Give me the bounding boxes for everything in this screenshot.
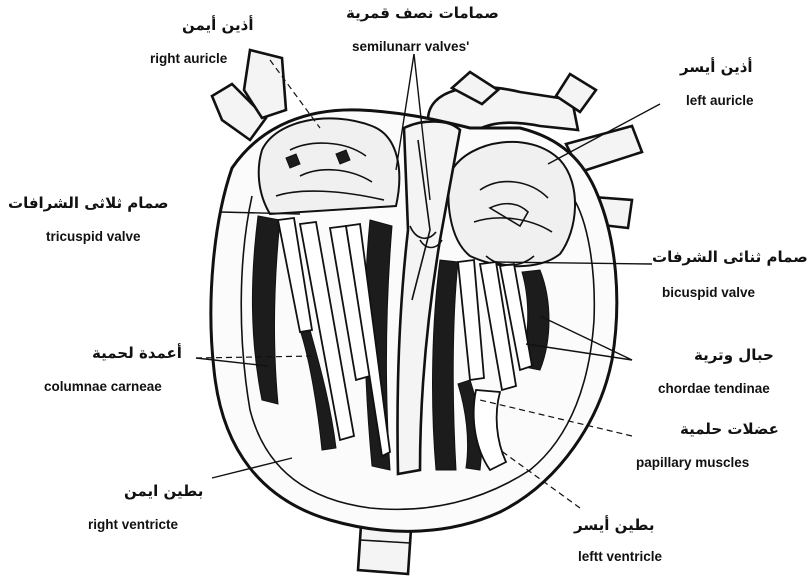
left-ventricle-label-ar: بطين أيسر	[574, 518, 654, 533]
chordae-tendinae-label-ar: حبال وترية	[694, 348, 774, 363]
left-auricle-label-en: left auricle	[686, 94, 754, 108]
columnae-carneae-label-en: columnae carneae	[44, 380, 162, 394]
tricuspid-valve-label-ar: صمام ثلاثى الشرافات	[8, 196, 169, 211]
right-ventricle-label-ar: بطين ايمن	[124, 484, 203, 499]
papillary-muscles-label-en: papillary muscles	[636, 456, 749, 470]
left-ventricle-label-en: leftt ventricle	[578, 550, 662, 564]
right-auricle-label-ar: أذين أيمن	[182, 18, 254, 33]
left-auricle-chamber	[449, 142, 575, 266]
right-auricle-chamber	[259, 118, 400, 214]
papillary-muscles-label-ar: عضلات حلمية	[680, 422, 779, 437]
bicuspid-valve-label-ar: صمام ثنائى الشرفات	[652, 250, 808, 265]
right-ventricle-label-en: right ventricte	[88, 518, 178, 532]
semilunar-valves-label-en: semilunarr valves'	[352, 40, 469, 54]
right-auricle-label-en: right auricle	[150, 52, 227, 66]
semilunar-valves-label-ar: صمامات نصف قمرية	[346, 6, 499, 21]
columnae-carneae-label-ar: أعمدة لحمية	[92, 346, 182, 361]
bicuspid-valve-label-en: bicuspid valve	[662, 286, 755, 300]
chordae-tendinae-label-en: chordae tendinae	[658, 382, 770, 396]
tricuspid-valve-label-en: tricuspid valve	[46, 230, 141, 244]
left-auricle-label-ar: أذين أيسر	[680, 60, 753, 75]
